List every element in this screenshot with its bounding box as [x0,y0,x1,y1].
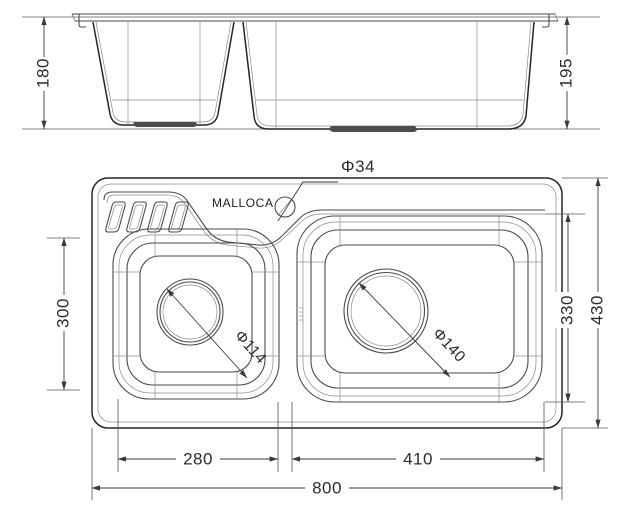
right-bowl-wall [310,229,529,389]
right-drain-diameter-leader [358,282,451,378]
top-plan-view: MALLOCA Φ34 [47,157,609,500]
dimension-label-180: 180 [33,58,52,88]
tap-hole-circle [274,196,296,218]
plan-right-bowl [296,215,543,403]
elevation-rim [71,13,559,28]
plan-left-bowl [112,228,280,400]
dimension-left-bowl-height: 180 [31,16,53,130]
elevation-right-bowl-base-shadow [329,126,417,132]
elevation-left-bowl-base-shadow [133,122,197,127]
drainer-slot [105,201,126,233]
left-bowl-wall [126,242,266,386]
elevation-right-bowl [242,21,535,132]
left-drain-diameter-leader [166,288,248,379]
drainer-slot [147,201,168,233]
left-bowl-outer-rim [112,228,280,400]
right-bowl-rim-inner [302,221,537,397]
dimension-label-330: 330 [557,295,576,325]
dimension-label-195: 195 [556,58,575,88]
front-elevation-view: 180 195 [22,13,600,132]
drainer-slots [105,201,189,233]
dimension-label-280: 280 [183,449,213,468]
right-bowl-outer-rim [296,215,543,403]
dimension-label-tap-hole: Φ34 [341,157,375,176]
deck-contour-line [103,191,545,246]
dimension-right-bowl-height: 195 [554,16,576,130]
elevation-left-bowl [92,21,235,127]
deck-contour-line-inner [106,194,545,249]
dimension-overall-width: 800 [91,428,563,500]
drainer-slot [168,201,189,233]
dimension-right-bowl-width: 410 [291,402,545,472]
left-bowl-rim-inner [118,234,274,394]
brand-label: MALLOCA [212,196,274,210]
overflow-ticks [299,307,303,321]
dimension-label-right-drain: Φ140 [429,325,469,366]
dimension-left-bowl-depth: 300 [47,237,80,391]
dimension-label-800: 800 [312,478,342,497]
right-bowl-base [324,244,515,374]
dimension-label-410: 410 [403,449,433,468]
dimension-right-bowl-depth: 330 [545,213,585,403]
dimension-label-430: 430 [587,295,606,325]
dimension-overall-depth: 430 [562,177,609,429]
drainer-slot [126,201,147,233]
dimension-left-bowl-width: 280 [117,399,279,472]
tap-hole-leader [277,181,338,222]
tap-hole-slash [278,199,292,215]
left-drain-outer-circle [156,278,224,346]
dimension-label-300: 300 [53,298,72,328]
